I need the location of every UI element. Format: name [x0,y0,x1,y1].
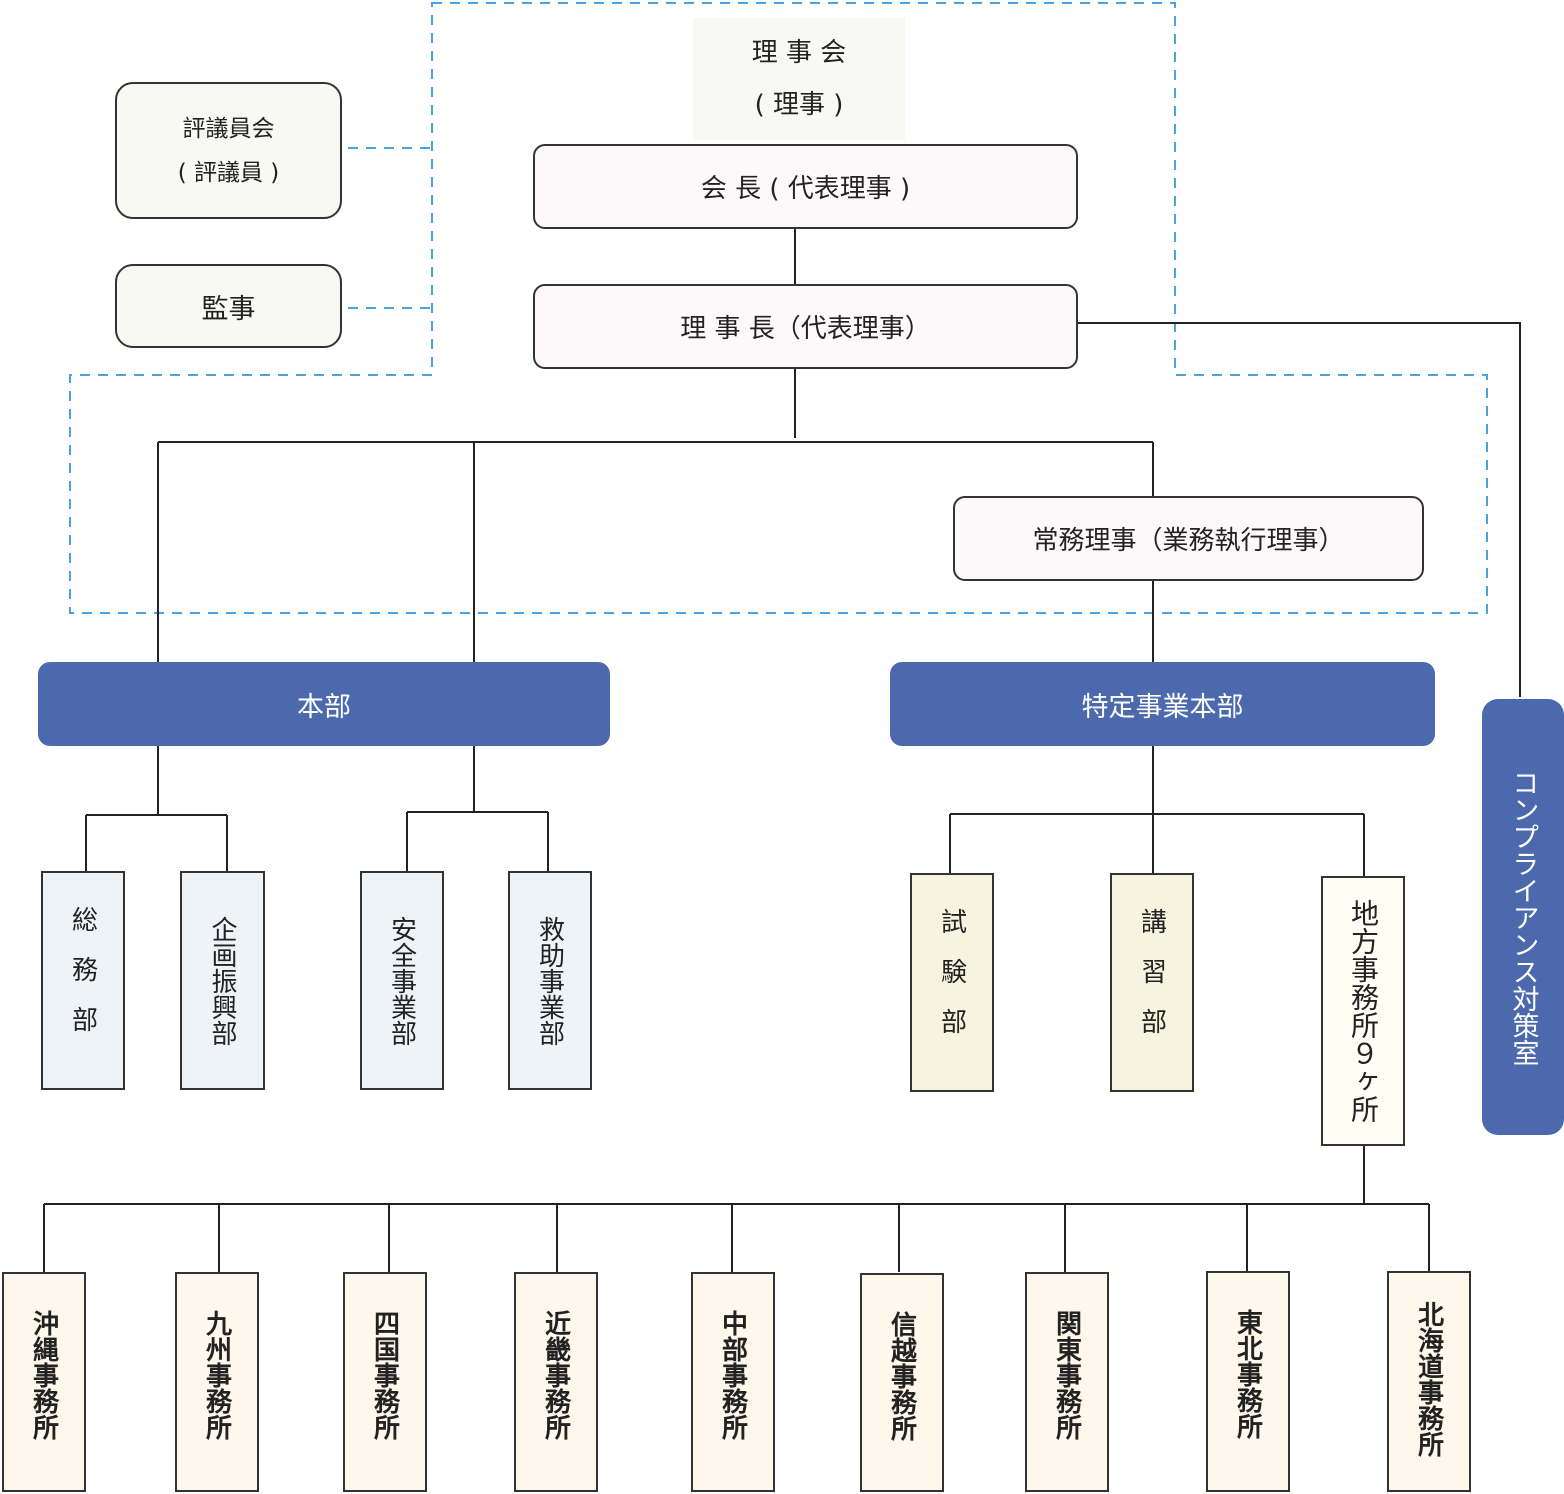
board-dashed-outline [69,2,1488,614]
councilors-subtitle: ( 評議員 ) [177,159,280,186]
dept-label: 試験部 [936,907,967,1058]
dept-label: 講習部 [1136,907,1167,1058]
dept-label: 救助事業部 [534,915,565,1046]
executive-director-label: 常務理事（業務執行理事） [1032,526,1345,556]
compliance-office-box: コンプライアンス対策室 [1482,699,1564,1135]
office-tohoku: 東北事務所 [1206,1271,1290,1492]
dept-rescue: 救助事業部 [508,871,592,1090]
office-hokkaido: 北海道事務所 [1387,1271,1471,1492]
headquarters-label: 本部 [297,691,351,723]
compliance-office-label: コンプライアンス対策室 [1507,768,1539,1066]
auditor-label: 監事 [201,293,256,325]
office-shinetsu: 信越事務所 [860,1273,944,1492]
president-box: 理 事 長（代表理事） [533,284,1078,369]
dept-label: 安全事業部 [386,915,417,1046]
chairman-box: 会 長 ( 代表理事 ) [533,144,1078,229]
office-label: 中部事務所 [717,1310,748,1440]
office-label: 北海道事務所 [1413,1301,1444,1457]
dept-examination: 試験部 [910,873,994,1092]
dept-general-affairs: 総務部 [41,871,125,1090]
special-hq-box: 特定事業本部 [890,662,1435,746]
office-label: 信越事務所 [886,1311,917,1441]
dept-safety: 安全事業部 [360,871,444,1090]
office-label: 東北事務所 [1232,1309,1263,1439]
councilors-title: 評議員会 [182,115,275,142]
office-okinawa: 沖縄事務所 [2,1272,86,1492]
board-title: 理 事 会 [751,38,847,68]
office-label: 九州事務所 [201,1310,232,1440]
office-kyushu: 九州事務所 [175,1272,259,1492]
president-label: 理 事 長（代表理事） [680,314,931,344]
special-hq-label: 特定事業本部 [1081,691,1244,723]
councilors-box: 評議員会 ( 評議員 ) [115,82,342,219]
office-label: 四国事務所 [369,1310,400,1440]
headquarters-box: 本部 [38,662,610,746]
board-subtitle: ( 理事 ) [754,90,844,120]
office-chubu: 中部事務所 [691,1272,775,1492]
executive-director-box: 常務理事（業務執行理事） [953,496,1424,581]
dept-training: 講習部 [1110,873,1194,1092]
chairman-label: 会 長 ( 代表理事 ) [700,174,911,204]
dept-label: 地方事務所９ヶ所 [1347,899,1380,1123]
org-solid-lines [43,228,1521,1272]
auditor-box: 監事 [115,264,342,348]
office-kinki: 近畿事務所 [514,1272,598,1492]
office-label: 近畿事務所 [540,1310,571,1440]
office-label: 関東事務所 [1051,1310,1082,1440]
dept-planning: 企画振興部 [180,871,265,1090]
office-shikoku: 四国事務所 [343,1272,427,1492]
office-label: 沖縄事務所 [28,1310,59,1440]
dept-label: 企画振興部 [207,915,237,1046]
office-kanto: 関東事務所 [1025,1272,1109,1492]
board-of-directors: 理 事 会 ( 理事 ) [693,18,905,140]
dept-regional-offices: 地方事務所９ヶ所 [1321,876,1405,1146]
dept-label: 総務部 [67,905,98,1056]
